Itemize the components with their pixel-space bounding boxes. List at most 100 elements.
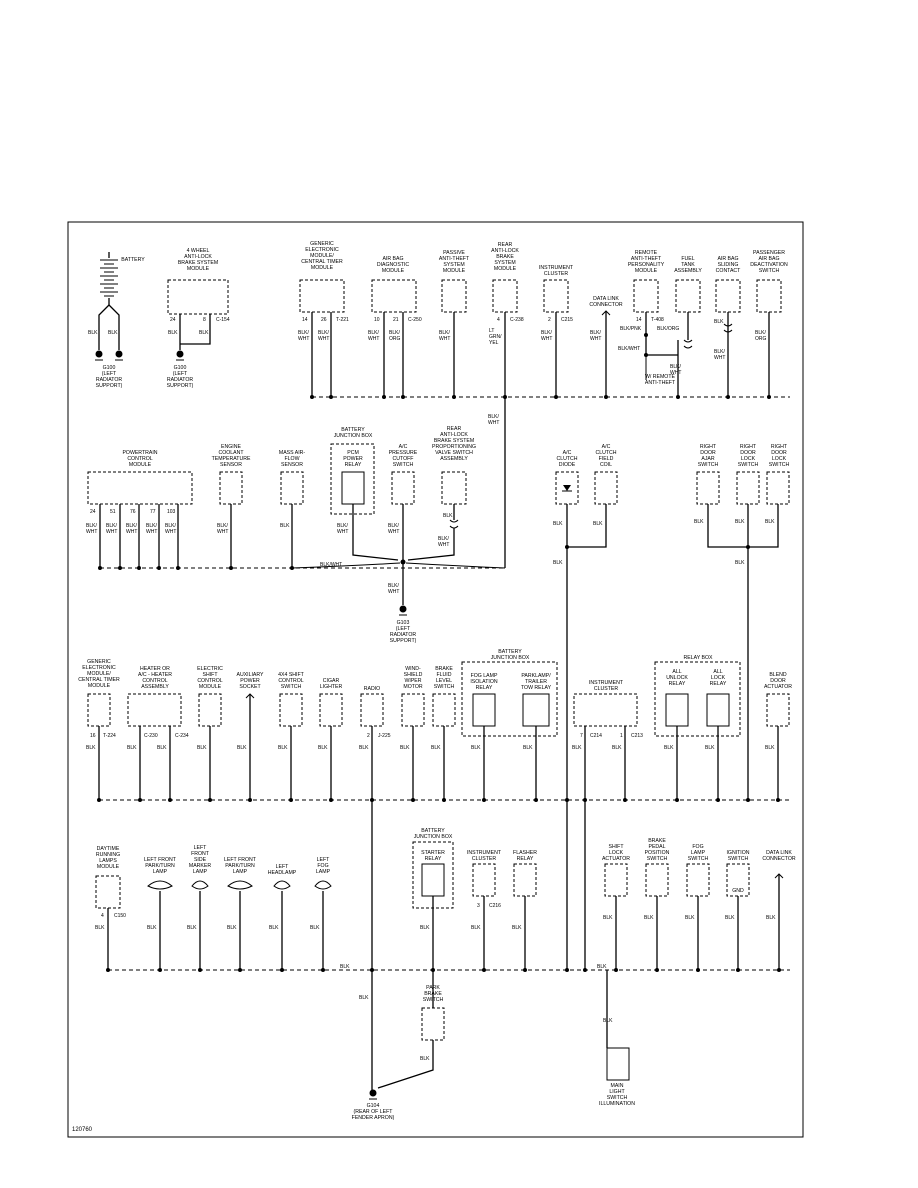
wire-b11: BLK: [694, 519, 704, 525]
wire-b18: BLK: [197, 745, 207, 751]
wire-b12: BLK: [735, 519, 745, 525]
wire-b45: BLK: [766, 915, 776, 921]
wire-b29: BLK: [664, 745, 674, 751]
pin-2a: 2: [548, 317, 551, 323]
figure-id: 120760: [72, 1127, 93, 1133]
pin-14b: 14: [636, 317, 642, 323]
pin-14a: 14: [302, 317, 308, 323]
wire-b4: BLK: [199, 330, 209, 336]
wire-bw1: BLK/WHT: [298, 330, 309, 342]
junction-dots-row-3: [97, 798, 780, 802]
pin-3: 3: [477, 903, 480, 909]
wire-b41: BLK: [603, 915, 613, 921]
pin-21: 21: [393, 317, 399, 323]
wire-b10: BLK: [553, 560, 563, 566]
pin-77: 77: [150, 509, 156, 515]
wire-b47: BLK: [597, 964, 607, 970]
wire-b49: BLK: [420, 1056, 430, 1062]
junction-dots-row-4: [106, 968, 781, 972]
wire-b6: BLK: [280, 523, 290, 529]
wire-b28: BLK: [612, 745, 622, 751]
junction-dots: [310, 333, 771, 399]
wire-bw14: BLK/WHT: [146, 523, 157, 535]
wire-b26: BLK: [523, 745, 533, 751]
wire-b39: BLK: [471, 925, 481, 931]
wire-bw5: BLK/WHT: [541, 330, 552, 342]
wire-b9: BLK: [593, 521, 603, 527]
conn-c230: C-230: [144, 733, 158, 739]
row-1: [98, 252, 790, 568]
wire-bw3: BLK/WHT: [368, 330, 379, 342]
wire-b30: BLK: [705, 745, 715, 751]
wire-bw7: BLK/WHT: [618, 346, 640, 352]
wire-b38: BLK: [420, 925, 430, 931]
wire-bw17: BLK/WHT: [337, 523, 348, 535]
wire-b14: BLK: [735, 560, 745, 566]
wire-b27: BLK: [572, 745, 582, 751]
wire-b32: BLK: [95, 925, 105, 931]
conn-c408: T-408: [651, 317, 664, 323]
wire-b15: BLK: [86, 745, 96, 751]
wire-b3: BLK: [168, 330, 178, 336]
pin-103: 103: [167, 509, 176, 515]
pin-4a: 4: [497, 317, 500, 323]
wire-b13: BLK: [765, 519, 775, 525]
pin-2b: 2: [367, 733, 370, 739]
splice-symbol: [449, 519, 459, 529]
wire-bw13: BLK/WHT: [126, 523, 137, 535]
label-relaybox: RELAY BOX: [684, 655, 713, 661]
wire-b19: BLK: [237, 745, 247, 751]
wire-b24: BLK: [431, 745, 441, 751]
pin-16: 16: [90, 733, 96, 739]
wire-bw11: BLK/WHT: [86, 523, 97, 535]
splice-symbol-3: [723, 323, 733, 333]
wire-b8: BLK: [553, 521, 563, 527]
row-2: [87, 443, 790, 970]
wire-bw8: BLK/WHT: [670, 364, 681, 376]
wire-bw21: BLK/WHT: [388, 583, 399, 595]
wire-b17: BLK: [157, 745, 167, 751]
row-3: [87, 661, 790, 1090]
wire-bw4: BLK/WHT: [439, 330, 450, 342]
wire-bo1: BLK/ORG: [389, 330, 401, 342]
label-battery: BATTERY: [121, 257, 145, 263]
conn-c238: C-238: [510, 317, 524, 323]
wire-bw2: BLK/WHT: [318, 330, 329, 342]
ground-symbols: [95, 350, 407, 1100]
wire-bw15: BLK/WHT: [165, 523, 176, 535]
pin-7: 7: [580, 733, 583, 739]
wire-b7: BLK: [443, 513, 453, 519]
